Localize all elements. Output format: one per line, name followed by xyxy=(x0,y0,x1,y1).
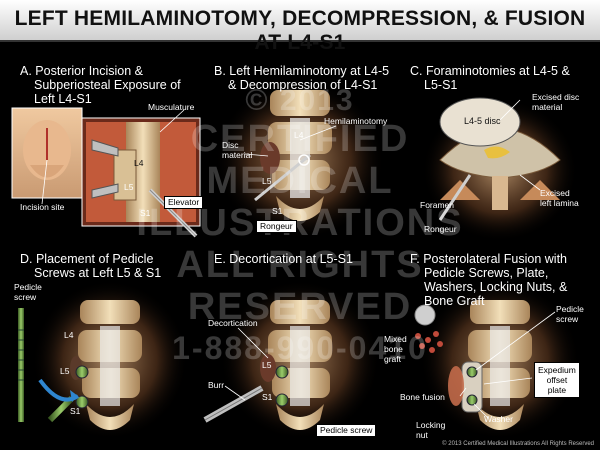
panel-e-title-line: E. Decortication at L5-S1 xyxy=(214,252,353,266)
panel-d-title: D. Placement of Pedicle Screws at Left L… xyxy=(20,252,161,280)
panel-d-artwork xyxy=(18,280,188,440)
bone-fusion-label: Bone fusion xyxy=(400,392,445,402)
panel-a-title: A. Posterior Incision & Subperiosteal Ex… xyxy=(20,64,181,106)
panel-a-artwork xyxy=(11,107,201,238)
pedicle-screw-label-line: Pedicle xyxy=(556,304,584,314)
mixed-bone-graft-label-line: bone xyxy=(384,344,403,354)
excised-lamina-label-line: left lamina xyxy=(540,198,579,208)
pedicle-screw-label: Pedicle screw xyxy=(316,424,377,437)
panel-a-title-line: Left L4-S1 xyxy=(34,92,92,106)
panel-c-title: C. Foraminotomies at L4-5 & L5-S1 xyxy=(410,64,570,92)
panel-f-title: F. Posterolateral Fusion with Pedicle Sc… xyxy=(410,252,567,308)
foramen-label: Foramen xyxy=(420,200,455,210)
disc-material-label-line: Disc xyxy=(222,140,239,150)
panel-f-title-line: Washers, Locking Nuts, & xyxy=(424,280,568,294)
panel-b-title-line: B. Left Hemilaminotomy at L4-5 xyxy=(214,64,390,78)
pedicle-screw-label-line: Pedicle xyxy=(14,282,42,292)
l45-disc-label: L4-5 disc xyxy=(464,116,501,126)
l4-label: L4 xyxy=(64,330,74,340)
l5-label: L5 xyxy=(60,366,70,376)
s1-label: S1 xyxy=(272,206,283,216)
excised-lamina-label: Excised left lamina xyxy=(540,188,579,208)
decortication-label: Decortication xyxy=(208,318,258,328)
panel-a-title-line: Subperiosteal Exposure of xyxy=(34,78,181,92)
panel-b-title-line: & Decompression of L4-S1 xyxy=(228,78,378,92)
title-bar: LEFT HEMILAMINOTOMY, DECOMPRESSION, & FU… xyxy=(0,0,600,54)
page-title: LEFT HEMILAMINOTOMY, DECOMPRESSION, & FU… xyxy=(14,7,586,54)
excised-disc-label-line: material xyxy=(532,102,563,112)
washer-label: Washer xyxy=(484,414,513,424)
expedium-label-line: plate xyxy=(547,385,567,395)
l5-label: L5 xyxy=(124,182,134,192)
expedium-offset-plate-label: Expedium offset plate xyxy=(534,362,580,398)
panel-d-title-line: D. Placement of Pedicle xyxy=(20,252,154,266)
locking-nut-label-line: nut xyxy=(416,430,428,440)
s1-label: S1 xyxy=(262,392,273,402)
expedium-label-line: Expedium xyxy=(538,365,576,375)
burr-label: Burr xyxy=(208,380,225,390)
panel-c-title-line: L5-S1 xyxy=(424,78,458,92)
l5-label: L5 xyxy=(262,360,272,370)
excised-disc-label-line: Excised disc xyxy=(532,92,580,102)
l5-label: L5 xyxy=(262,176,272,186)
rongeur-label: Rongeur xyxy=(256,220,297,233)
panel-f-title-line: F. Posterolateral Fusion with xyxy=(410,252,568,266)
expedium-label-line: offset xyxy=(546,375,568,385)
mixed-bone-graft-label-line: graft xyxy=(384,354,402,364)
mixed-bone-graft-label: Mixed bone graft xyxy=(384,334,407,364)
incision-site-label: Incision site xyxy=(20,202,65,212)
disc-material-label-line: material xyxy=(222,150,253,160)
excised-disc-label: Excised disc material xyxy=(532,92,579,112)
elevator-label: Elevator xyxy=(164,196,204,209)
panel-b-title: B. Left Hemilaminotomy at L4-5 & Decompr… xyxy=(214,64,389,92)
rongeur-label: Rongeur xyxy=(424,224,457,234)
disc-material-label: Disc material xyxy=(222,140,252,160)
panel-e-title: E. Decortication at L5-S1 xyxy=(214,252,353,266)
panel-e-artwork xyxy=(203,280,380,440)
panel-b-artwork xyxy=(215,80,385,240)
panel-f-title-line: Bone Graft xyxy=(424,294,485,308)
panel-f-artwork xyxy=(414,280,580,440)
pedicle-screw-label-line: screw xyxy=(14,292,37,302)
pedicle-screw-label-line: screw xyxy=(556,314,579,324)
locking-nut-label: Locking nut xyxy=(416,420,445,440)
hemilaminotomy-label: Hemilaminotomy xyxy=(324,116,388,126)
s1-label: S1 xyxy=(70,406,81,416)
excised-lamina-label-line: Excised xyxy=(540,188,570,198)
panel-d-title-line: Screws at Left L5 & S1 xyxy=(34,266,162,280)
l4-label: L4 xyxy=(134,158,144,168)
l4-label: L4 xyxy=(294,130,304,140)
panel-a-title-line: A. Posterior Incision & xyxy=(20,64,143,78)
panel-c-artwork xyxy=(422,97,578,242)
musculature-label: Musculature xyxy=(148,102,195,112)
mixed-bone-graft-label-line: Mixed xyxy=(384,334,407,344)
copyright-footer: © 2013 Certified Medical Illustrations A… xyxy=(442,441,594,447)
pedicle-screw-label: Pedicle screw xyxy=(556,304,584,324)
panel-c-title-line: C. Foraminotomies at L4-5 & xyxy=(410,64,570,78)
s1-label: S1 xyxy=(140,208,151,218)
panel-f-title-line: Pedicle Screws, Plate, xyxy=(424,266,549,280)
pedicle-screw-label: Pedicle screw xyxy=(14,282,42,302)
locking-nut-label-line: Locking xyxy=(416,420,446,430)
